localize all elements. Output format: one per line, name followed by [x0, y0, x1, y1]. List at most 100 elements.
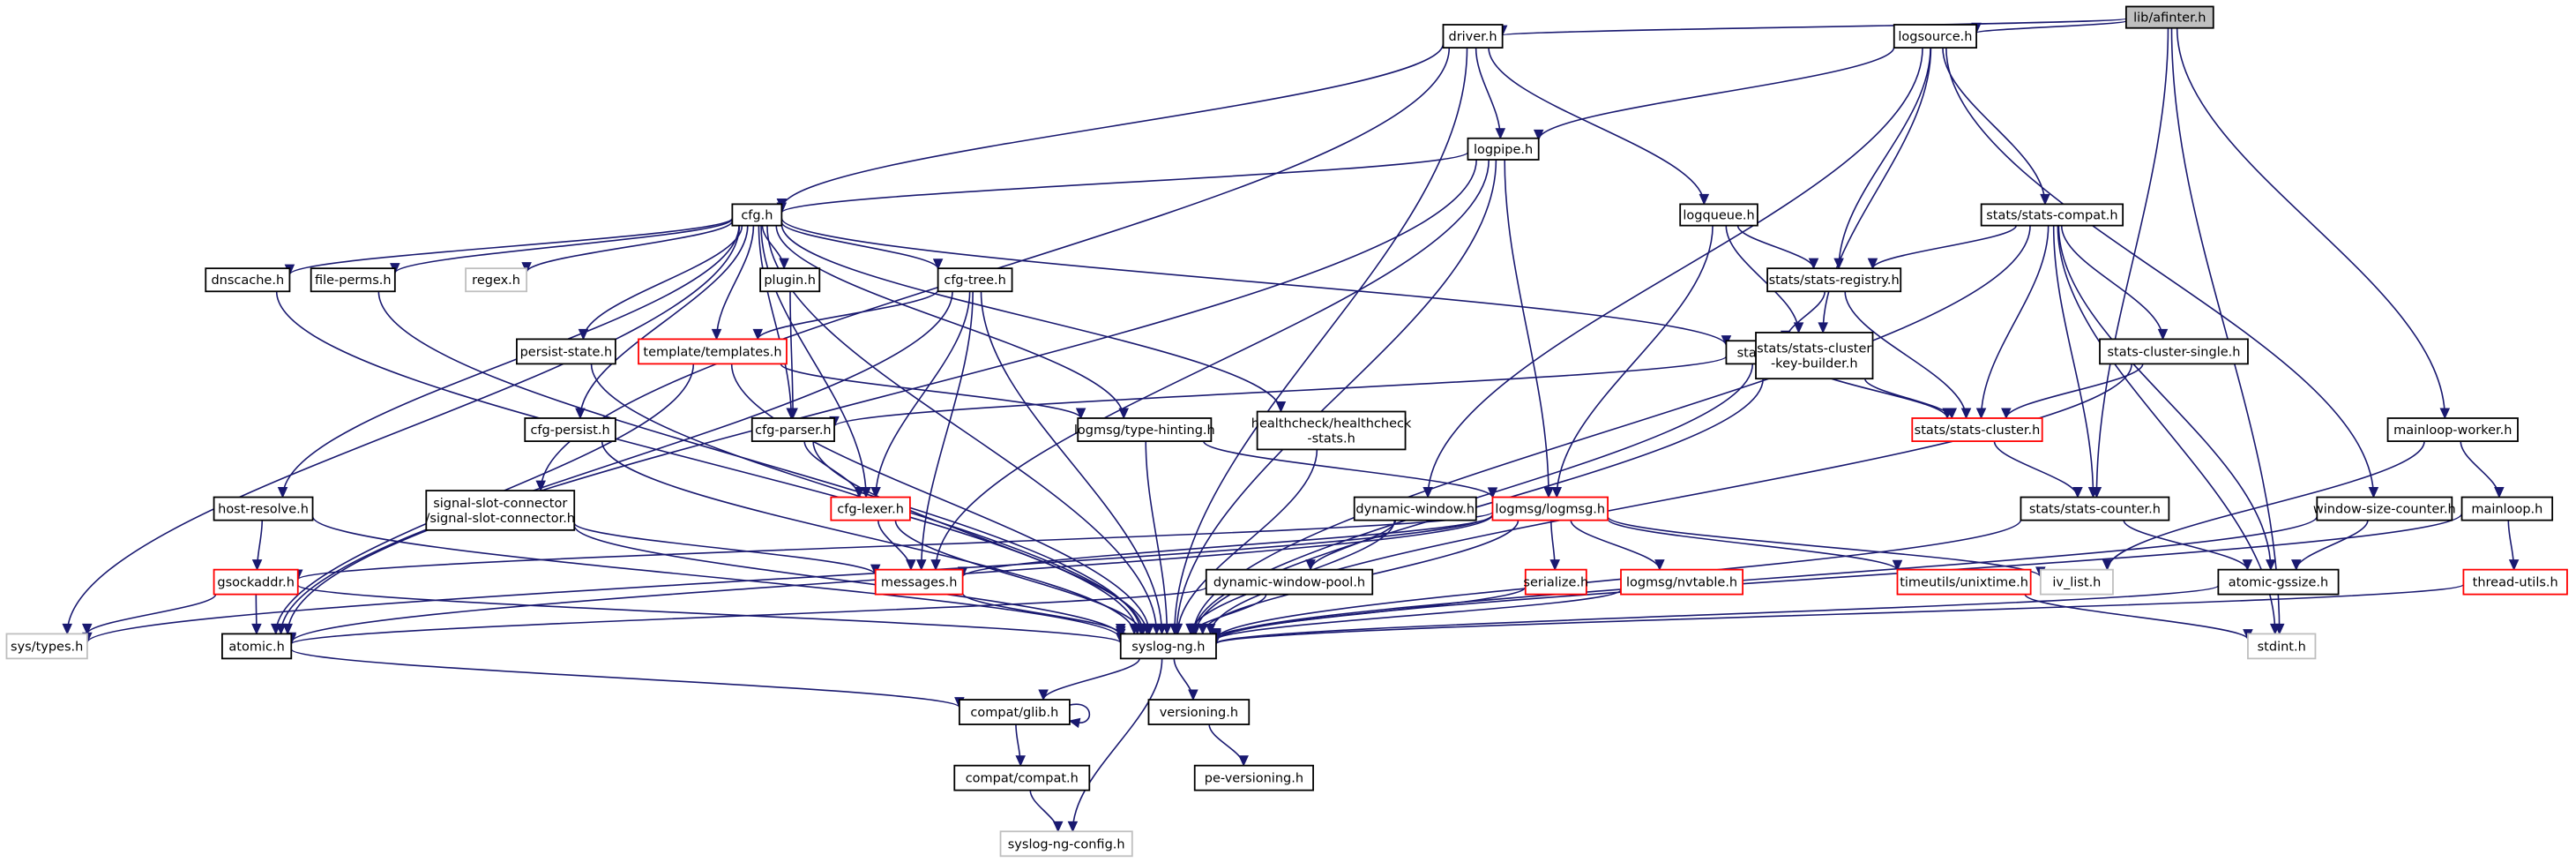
node-statscounter[interactable]: stats/stats-counter.h	[2020, 496, 2170, 521]
node-typehinting[interactable]: logmsg/type-hinting.h	[1074, 417, 1215, 442]
node-atomicgssize[interactable]: atomic-gssize.h	[2217, 568, 2340, 596]
node-syslogng[interactable]: syslog-ng.h	[1119, 633, 1217, 660]
node-regex[interactable]: regex.h	[465, 267, 528, 293]
node-logsource[interactable]: logsource.h	[1893, 24, 1977, 49]
node-statscluster[interactable]: stats/stats-cluster.h	[1911, 417, 2043, 442]
arrowhead-icon	[1115, 623, 1126, 635]
edge-line	[579, 225, 749, 418]
edge-windowsize-to-atomicgssize	[2290, 520, 2369, 571]
node-fileperms[interactable]: file-perms.h	[310, 267, 396, 293]
node-persiststate[interactable]: persist-state.h	[516, 338, 616, 365]
node-atomic[interactable]: atomic.h	[221, 633, 293, 660]
node-cfg[interactable]: cfg.h	[731, 203, 783, 227]
node-messages[interactable]: messages.h	[874, 568, 964, 596]
node-dnscache[interactable]: dnscache.h	[205, 267, 291, 293]
edge-signalslot-to-messages	[573, 522, 881, 576]
node-windowsize[interactable]: window-size-counter.h	[2313, 496, 2456, 521]
node-label: logqueue.h	[1683, 209, 1754, 223]
edge-gsockaddr-to-syslogng	[296, 584, 1126, 644]
node-label: stats-cluster-single.h	[2108, 345, 2241, 359]
node-label: dynamic-window-pool.h	[1213, 576, 1365, 590]
arrowhead-icon	[270, 623, 281, 635]
edge-cfg-to-cfgtree	[780, 221, 944, 270]
node-cfgtree[interactable]: cfg-tree.h	[937, 267, 1013, 293]
node-box	[2462, 568, 2568, 596]
edge-line	[86, 513, 1494, 643]
arrowhead-icon	[1946, 408, 1958, 420]
node-cfgparser[interactable]: cfg-parser.h	[750, 417, 835, 442]
node-plugin[interactable]: plugin.h	[759, 267, 821, 293]
edge-line	[394, 218, 734, 274]
node-box	[958, 699, 1071, 725]
node-nvtable[interactable]: logmsg/nvtable.h	[1620, 568, 1743, 596]
node-statscompat[interactable]: stats/stats-compat.h	[1980, 203, 2124, 227]
node-box	[999, 830, 1133, 858]
node-label: cfg-tree.h	[944, 274, 1005, 288]
node-box	[2316, 496, 2453, 521]
edge-line	[780, 151, 1469, 214]
edge-mainloopworker-to-ivlist	[2102, 440, 2425, 571]
arrowhead-icon	[2290, 559, 2302, 571]
edge-syslogng-to-glib	[1038, 658, 1140, 701]
node-mainloop[interactable]: mainloop.h	[2460, 496, 2554, 521]
arrowhead-icon	[2439, 408, 2451, 420]
node-glib[interactable]: compat/glib.h	[958, 699, 1071, 725]
edge-line	[2460, 441, 2500, 498]
edge-line	[290, 648, 960, 708]
node-logqueue[interactable]: logqueue.h	[1679, 203, 1758, 227]
edge-cfg-to-hostresolve	[277, 225, 740, 498]
node-box	[1766, 267, 1902, 293]
node-healthcheck[interactable]: healthcheck/healthcheck-stats.h	[1251, 410, 1412, 451]
edge-statscompat-to-atomicgssize	[2057, 225, 2276, 571]
node-hostresolve[interactable]: host-resolve.h	[213, 496, 314, 521]
node-clustersingle[interactable]: stats-cluster-single.h	[2099, 338, 2249, 365]
edge-logqueue-to-statsregistry	[1736, 225, 1819, 270]
node-dynwindowpool[interactable]: dynamic-window-pool.h	[1205, 568, 1374, 596]
arrowhead-icon	[575, 408, 586, 420]
node-threadutils[interactable]: thread-utils.h	[2462, 568, 2568, 596]
arrowhead-icon	[2001, 408, 2012, 420]
node-driver[interactable]: driver.h	[1442, 24, 1504, 49]
node-afinter[interactable]: lib/afinter.h	[2124, 5, 2214, 29]
node-systypes[interactable]: sys/types.h	[5, 633, 88, 660]
edge-line	[601, 441, 1135, 634]
node-compat[interactable]: compat/compat.h	[953, 764, 1091, 791]
node-logpipe[interactable]: logpipe.h	[1467, 137, 1540, 161]
node-label: regex.h	[472, 274, 520, 288]
node-serialize[interactable]: serialize.h	[1523, 568, 1588, 596]
arrowhead-icon	[906, 559, 916, 571]
node-box	[425, 490, 576, 531]
node-box	[1467, 137, 1540, 161]
node-unixtime[interactable]: timeutils/unixtime.h	[1896, 568, 2032, 596]
edge-line	[757, 289, 939, 340]
edge-line	[894, 520, 1143, 634]
edge-line	[1215, 586, 1527, 640]
node-cfglexer[interactable]: cfg-lexer.h	[830, 496, 911, 521]
node-peversioning[interactable]: pe-versioning.h	[1193, 764, 1314, 791]
edge-line	[758, 225, 793, 418]
node-mainloopworker[interactable]: mainloop-worker.h	[2386, 417, 2519, 442]
arrowhead-icon	[1551, 487, 1563, 498]
node-cfgpersist[interactable]: cfg-persist.h	[524, 417, 616, 442]
node-templates[interactable]: template/templates.h	[638, 338, 788, 365]
node-box	[759, 267, 821, 293]
edge-statscompat-to-statsregistry	[1867, 225, 2018, 270]
node-box	[205, 267, 291, 293]
node-keybuilder[interactable]: stats/stats-cluster-key-builder.h	[1755, 332, 1874, 380]
node-dynwindow[interactable]: dynamic-window.h	[1353, 496, 1477, 521]
node-signalslot[interactable]: signal-slot-connector/signal-slot-connec…	[425, 490, 576, 531]
node-label: stdint.h	[2258, 640, 2306, 654]
node-statsregistry[interactable]: stats/stats-registry.h	[1766, 267, 1902, 293]
node-label: stats/stats-counter.h	[2029, 503, 2161, 517]
arrowhead-icon	[1699, 193, 1710, 206]
node-logmsg[interactable]: logmsg/logmsg.h	[1491, 496, 1609, 521]
node-config[interactable]: syslog-ng-config.h	[999, 830, 1133, 858]
edge-statscluster-to-statscounter	[1993, 440, 2083, 498]
node-versioning[interactable]: versioning.h	[1147, 699, 1251, 725]
node-label: logmsg/nvtable.h	[1626, 576, 1737, 590]
node-gsockaddr[interactable]: gsockaddr.h	[213, 568, 299, 596]
edge-logsource-to-keybuilder	[1818, 48, 1932, 334]
node-stdint[interactable]: stdint.h	[2247, 633, 2317, 660]
edge-line	[288, 217, 734, 275]
node-ivlist[interactable]: iv_list.h	[2039, 568, 2114, 596]
